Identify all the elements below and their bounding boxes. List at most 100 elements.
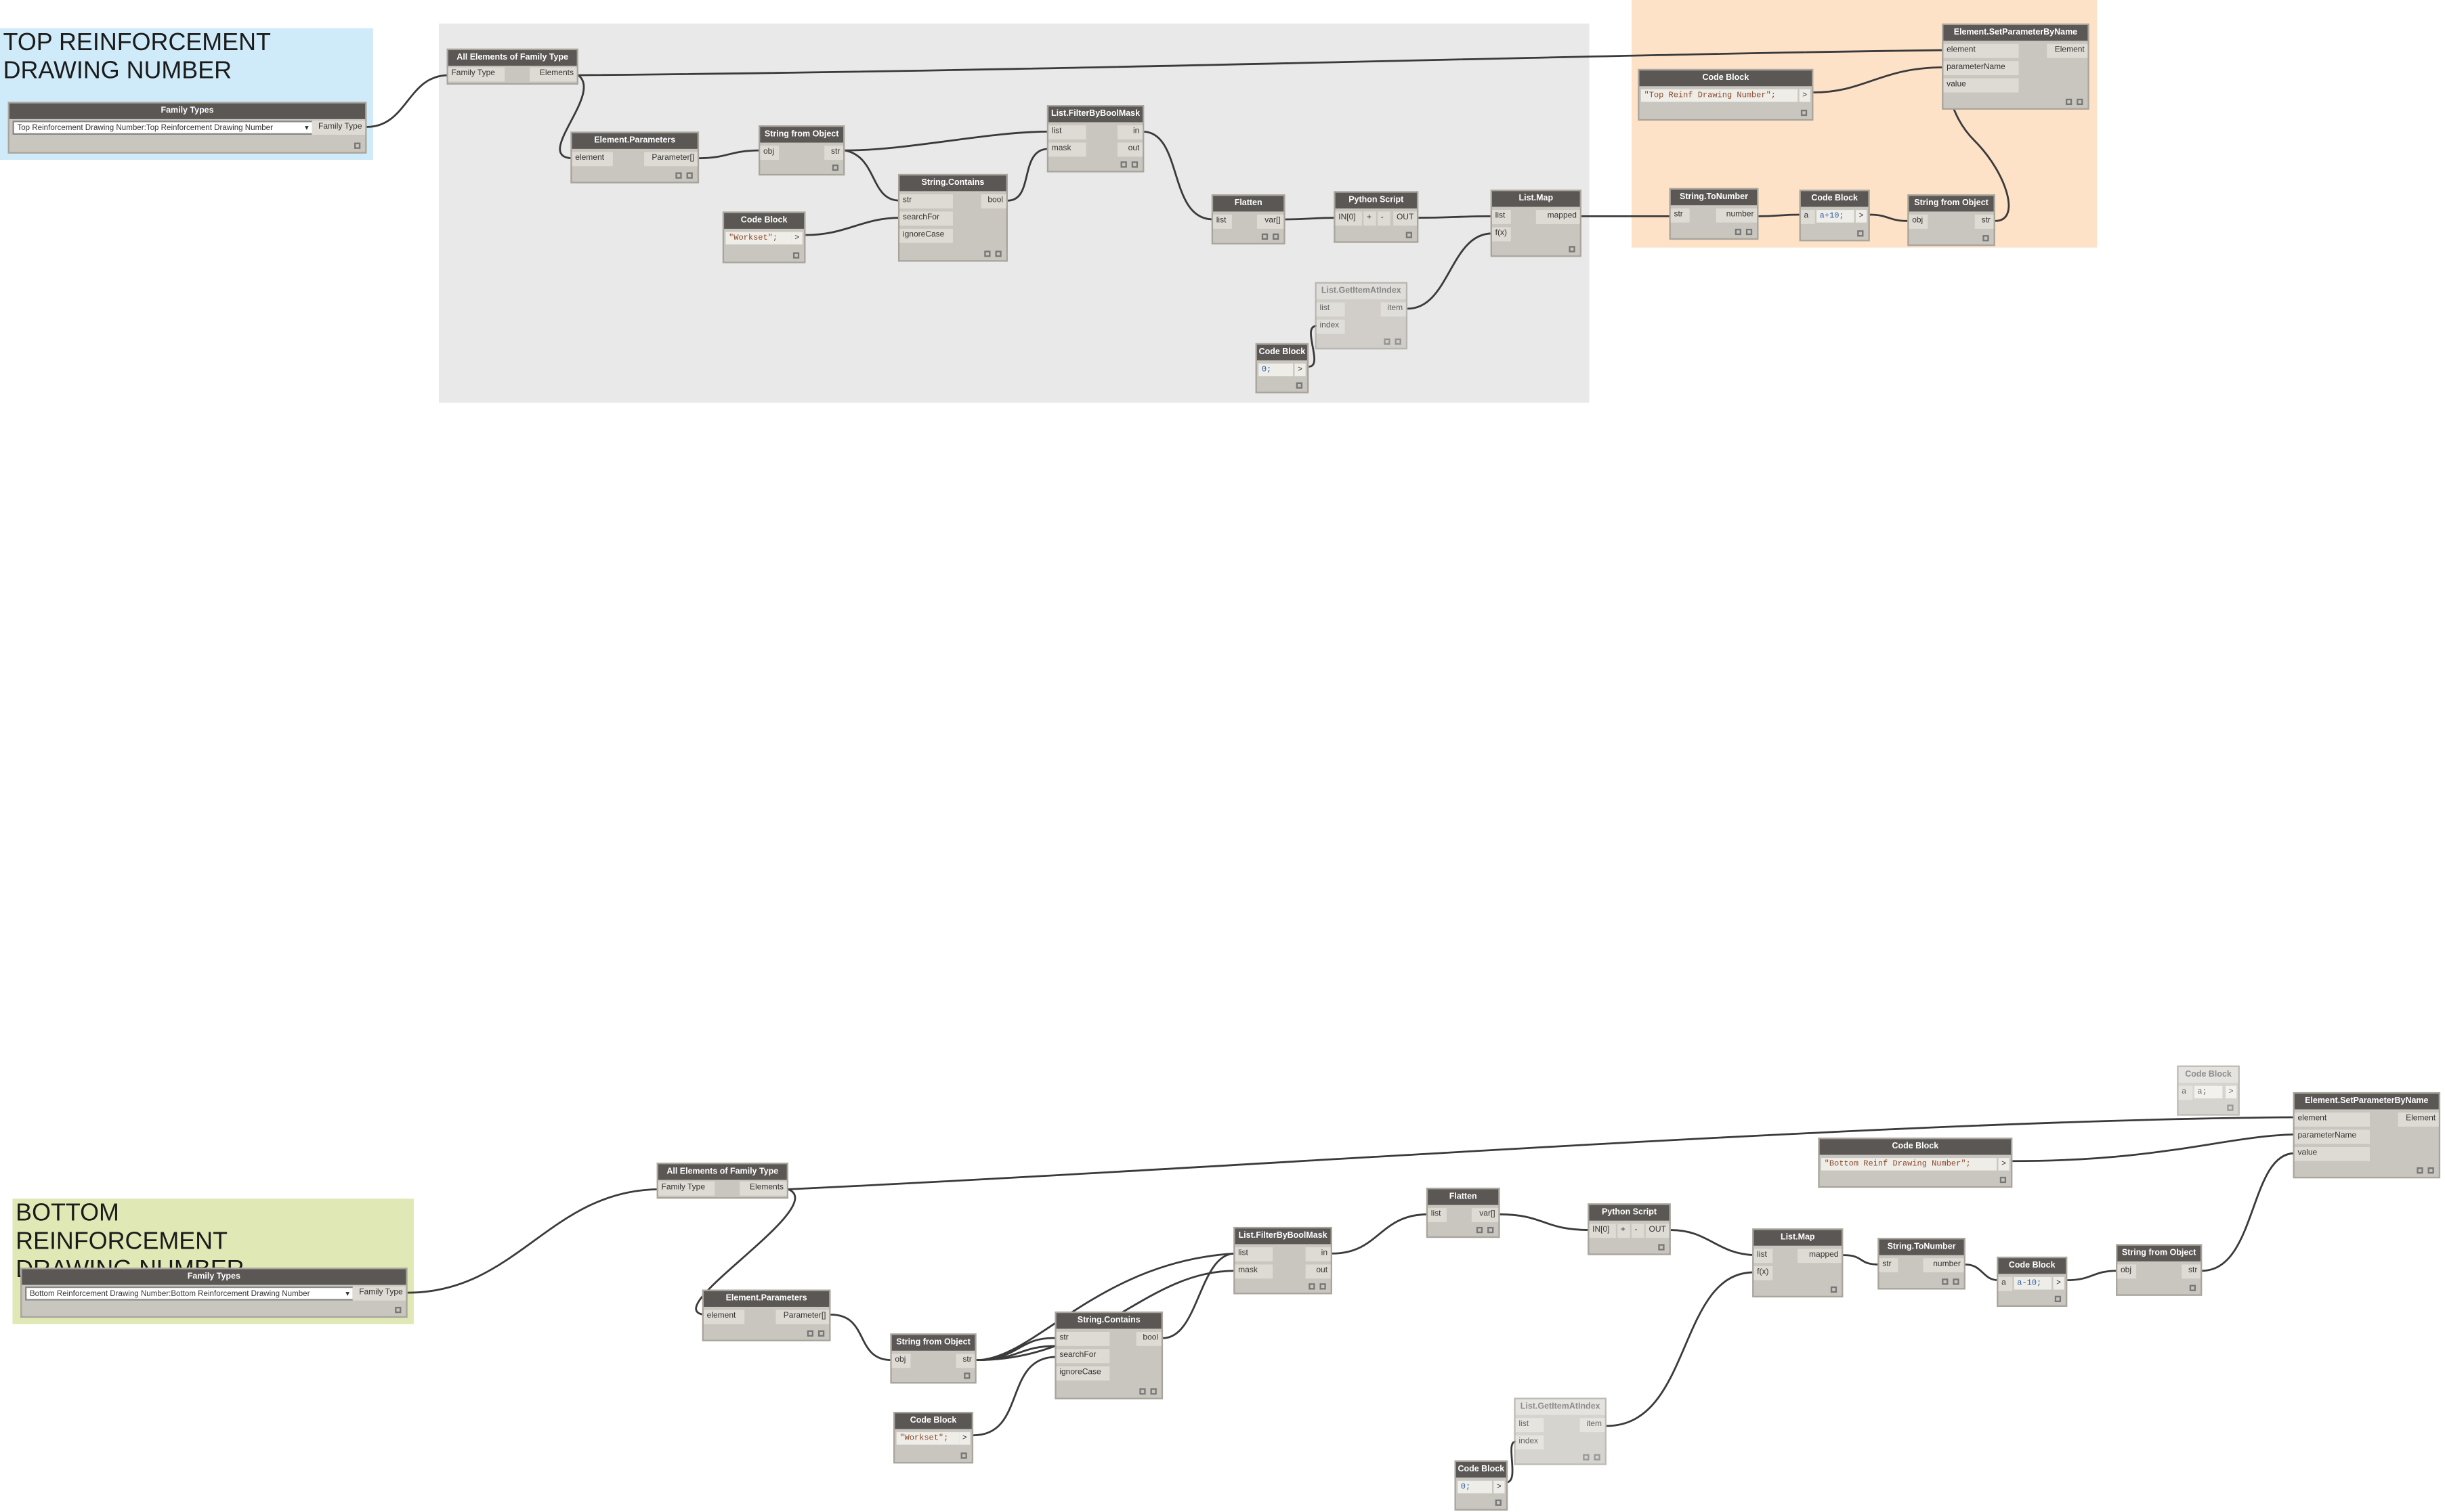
output-port-element[interactable]: Element [2398, 1113, 2439, 1127]
input-port-list[interactable]: list [1428, 1208, 1447, 1222]
code-block-workset-node[interactable]: Code Block "Workset"; > [893, 1412, 974, 1464]
code-block-parameter-name-node[interactable]: Code Block "Bottom Reinf Drawing Number"… [1818, 1138, 2013, 1188]
input-port-str[interactable]: str [1879, 1258, 1898, 1273]
remove-input-button[interactable]: - [1378, 211, 1390, 226]
output-port-str[interactable]: str [956, 1354, 975, 1368]
input-port-a[interactable]: a [1998, 1276, 2013, 1291]
code-editor[interactable]: 0; [1258, 363, 1294, 376]
remove-input-button[interactable]: - [1631, 1224, 1644, 1238]
input-port-list[interactable]: list [1515, 1418, 1544, 1433]
input-port-index[interactable]: index [1515, 1435, 1544, 1450]
code-editor[interactable]: 0; [1458, 1480, 1493, 1494]
input-port-a[interactable]: a [2178, 1085, 2193, 1100]
filter-by-bool-mask-node[interactable]: List.FilterByBoolMask list mask in out [1046, 105, 1145, 173]
input-port-parameter-name[interactable]: parameterName [2294, 1129, 2370, 1144]
code-editor[interactable]: "Workset"; [896, 1432, 960, 1445]
string-from-object-node[interactable]: String from Object obj str [2116, 1244, 2203, 1296]
input-port-in0[interactable]: IN[0] [1589, 1224, 1616, 1238]
input-port-list[interactable]: list [1316, 302, 1345, 317]
element-parameters-node[interactable]: Element.Parameters element Parameter[] [570, 131, 700, 183]
string-from-object-node[interactable]: String from Object obj str [890, 1333, 977, 1384]
input-port-list[interactable]: list [1048, 125, 1086, 139]
string-from-object-node[interactable]: String from Object obj str [1907, 194, 1995, 246]
input-port-obj[interactable]: obj [891, 1354, 911, 1368]
output-port-mapped[interactable]: mapped [1798, 1249, 1842, 1263]
add-input-button[interactable]: + [1363, 211, 1376, 226]
output-port-in[interactable]: in [1305, 1247, 1331, 1261]
string-to-number-node[interactable]: String.ToNumber str number [1877, 1238, 1965, 1290]
output-port-parameters[interactable]: Parameter[] [644, 152, 698, 167]
output-arrow[interactable]: > [1998, 1158, 2010, 1171]
string-to-number-node[interactable]: String.ToNumber str number [1669, 188, 1759, 240]
input-port-family-type[interactable]: Family Type [658, 1181, 715, 1196]
output-port-mapped[interactable]: mapped [1535, 210, 1580, 224]
output-arrow[interactable]: > [2226, 1085, 2237, 1099]
input-port-index[interactable]: index [1316, 320, 1345, 334]
output-port-in[interactable]: in [1117, 125, 1143, 139]
code-block-math-node[interactable]: Code Block a a-10; > [1997, 1256, 2068, 1307]
code-block-math-node[interactable]: Code Block a a+10; > [1799, 190, 1870, 242]
output-port-out[interactable]: out [1305, 1264, 1331, 1279]
set-parameter-by-name-node[interactable]: Element.SetParameterByName element param… [2293, 1092, 2441, 1179]
output-port-bool[interactable]: bool [1136, 1331, 1162, 1346]
input-port-family-type[interactable]: Family Type [448, 67, 505, 82]
set-parameter-by-name-node[interactable]: Element.SetParameterByName element param… [1942, 23, 2089, 110]
output-arrow[interactable]: > [1799, 89, 1810, 102]
input-port-ignore-case[interactable]: ignoreCase [899, 228, 953, 243]
input-port-search-for[interactable]: searchFor [899, 211, 953, 226]
output-port-var[interactable]: var[] [1256, 215, 1284, 229]
input-port-element[interactable]: element [1943, 43, 2019, 58]
output-arrow[interactable]: > [1855, 210, 1867, 223]
family-types-node[interactable]: Family Types Bottom Reinforcement Drawin… [20, 1268, 408, 1318]
input-port-mask[interactable]: mask [1235, 1264, 1273, 1279]
code-editor[interactable]: a-10; [2014, 1276, 2052, 1290]
input-port-in0[interactable]: IN[0] [1335, 211, 1362, 226]
code-editor[interactable]: "Bottom Reinf Drawing Number"; [1821, 1158, 1997, 1171]
family-type-dropdown[interactable]: Top Reinforcement Drawing Number:Top Rei… [12, 121, 314, 135]
input-port-ignore-case[interactable]: ignoreCase [1056, 1366, 1110, 1381]
string-from-object-node[interactable]: String from Object obj str [759, 125, 845, 176]
input-port-fx[interactable]: f(x) [1753, 1266, 1773, 1280]
input-port-value[interactable]: value [1943, 78, 2019, 93]
string-contains-node[interactable]: String.Contains str searchFor ignoreCase… [1055, 1311, 1164, 1400]
filter-by-bool-mask-node[interactable]: List.FilterByBoolMask list mask in out [1233, 1226, 1332, 1295]
output-port-elements[interactable]: Elements [740, 1181, 787, 1196]
input-port-a[interactable]: a [1800, 210, 1815, 224]
code-editor[interactable]: a; [2194, 1085, 2223, 1099]
input-port-obj[interactable]: obj [760, 146, 780, 160]
list-map-node[interactable]: List.Map list f(x) mapped [1490, 190, 1581, 257]
family-types-node[interactable]: Family Types Top Reinforcement Drawing N… [7, 102, 367, 154]
output-port-parameters[interactable]: Parameter[] [775, 1310, 830, 1324]
output-port-out[interactable]: out [1117, 142, 1143, 157]
output-port-var[interactable]: var[] [1471, 1208, 1499, 1222]
output-arrow[interactable]: > [959, 1432, 971, 1445]
code-block-extra-node[interactable]: Code Block a a; > [2177, 1065, 2240, 1116]
element-parameters-node[interactable]: Element.Parameters element Parameter[] [702, 1289, 831, 1341]
output-port-item[interactable]: item [1579, 1418, 1605, 1433]
output-port-out[interactable]: OUT [1393, 211, 1417, 226]
input-port-str[interactable]: str [1670, 208, 1690, 223]
code-block-workset-node[interactable]: Code Block "Workset"; > [722, 211, 806, 263]
input-port-list[interactable]: list [1492, 210, 1511, 224]
input-port-mask[interactable]: mask [1048, 142, 1086, 157]
code-block-index-node[interactable]: Code Block 0; > [1255, 343, 1309, 393]
output-port-str[interactable]: str [2182, 1264, 2200, 1279]
code-editor[interactable]: a+10; [1816, 210, 1854, 223]
input-port-obj[interactable]: obj [2117, 1264, 2137, 1279]
output-arrow[interactable]: > [791, 232, 803, 244]
add-input-button[interactable]: + [1617, 1224, 1630, 1238]
output-port-bool[interactable]: bool [981, 194, 1006, 209]
output-port-elements[interactable]: Elements [530, 67, 577, 82]
output-port-element[interactable]: Element [2047, 43, 2088, 58]
output-port-str[interactable]: str [1974, 215, 1994, 229]
code-block-parameter-name-node[interactable]: Code Block "Top Reinf Drawing Number"; > [1638, 68, 1814, 121]
python-script-node[interactable]: Python Script IN[0] + - OUT [1334, 191, 1419, 243]
output-port-number[interactable]: number [1716, 208, 1758, 223]
get-item-at-index-node[interactable]: List.GetItemAtIndex list index item [1315, 282, 1408, 350]
input-port-value[interactable]: value [2294, 1146, 2370, 1161]
all-elements-of-family-type-node[interactable]: All Elements of Family Type Family Type … [446, 48, 578, 85]
flatten-node[interactable]: Flatten list var[] [1426, 1188, 1500, 1238]
code-editor[interactable]: "Top Reinf Drawing Number"; [1640, 89, 1798, 102]
output-arrow[interactable]: > [1294, 363, 1306, 376]
all-elements-of-family-type-node[interactable]: All Elements of Family Type Family Type … [656, 1163, 788, 1199]
